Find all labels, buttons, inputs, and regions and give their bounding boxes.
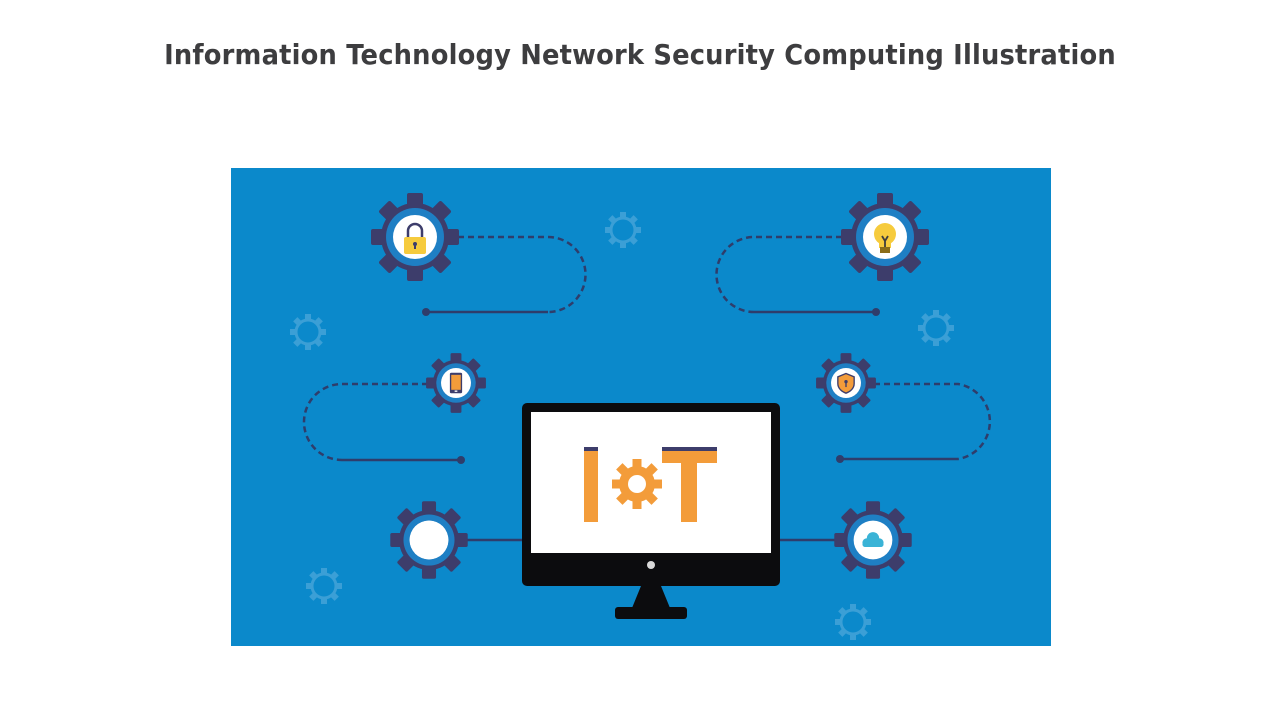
blank-circle-icon [409, 520, 449, 560]
node-padlock [371, 193, 459, 281]
gear-o-icon [612, 459, 662, 509]
node-blank [390, 501, 468, 579]
node-smartphone [426, 353, 486, 413]
cloud-icon [862, 532, 884, 548]
node-cloud [834, 501, 912, 579]
node-shield [816, 353, 876, 413]
connector-lines [302, 235, 992, 542]
decorative-gear-icon [288, 312, 328, 352]
decorative-gear-icon [833, 602, 873, 642]
smartphone-icon [449, 372, 463, 394]
power-button-icon [647, 561, 655, 569]
letter-i [584, 447, 598, 522]
decorative-gear-icon [603, 210, 643, 250]
node-lightbulb [841, 193, 929, 281]
decorative-gear-icon [916, 308, 956, 348]
page-title: Information Technology Network Security … [164, 38, 1116, 71]
padlock-icon [404, 222, 426, 254]
shield-lock-icon [837, 372, 855, 394]
letter-t [662, 447, 717, 522]
monitor [522, 403, 780, 619]
monitor-base [615, 607, 687, 619]
iot-logo [584, 447, 717, 522]
monitor-stand [632, 586, 670, 608]
lightbulb-icon [874, 223, 896, 253]
decorative-gear-icon [304, 566, 344, 606]
